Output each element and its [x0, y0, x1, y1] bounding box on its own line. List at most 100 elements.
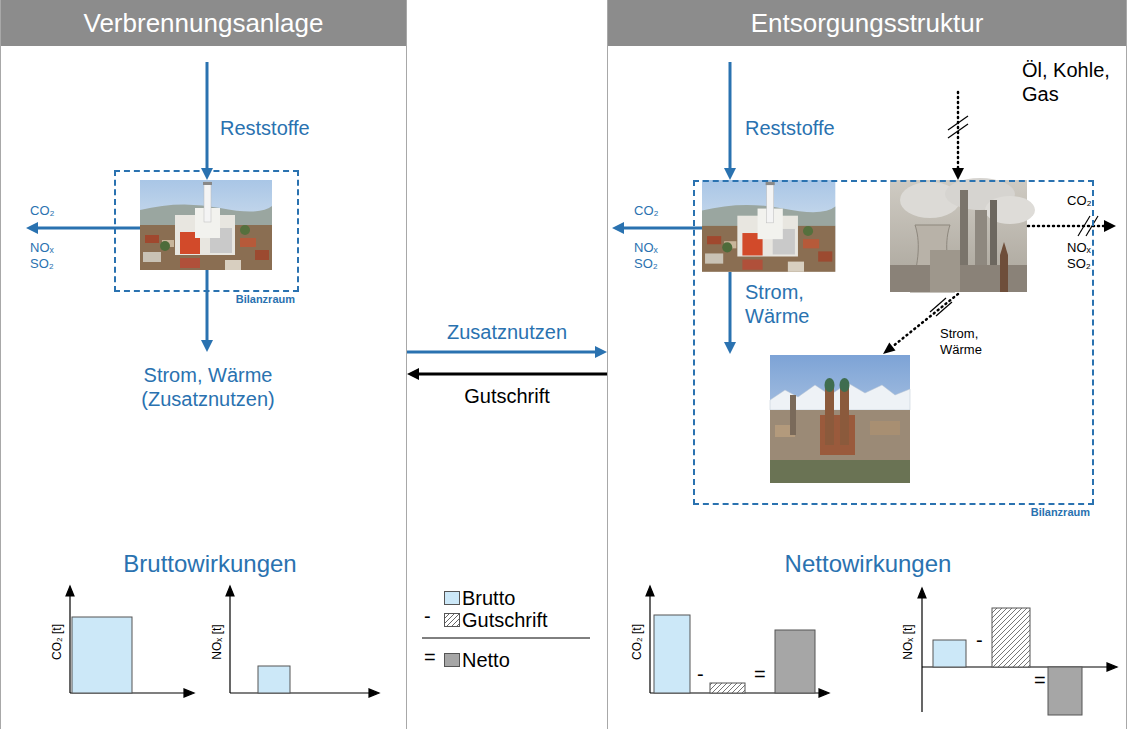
illustration-part	[710, 683, 745, 693]
boundary-label: Bilanzraum	[1031, 506, 1090, 519]
illustration-part	[1104, 220, 1116, 232]
illustration-part	[258, 666, 290, 693]
illustration-part	[206, 62, 209, 168]
annotation-label: CO₂	[634, 203, 659, 219]
illustration-part	[775, 630, 815, 693]
illustration-part	[229, 594, 230, 693]
annotation-label: =	[1034, 668, 1046, 692]
annotation-label: -	[697, 662, 704, 686]
illustration-part	[921, 596, 922, 712]
annotation-label: =	[754, 662, 766, 686]
illustration-part	[840, 378, 850, 392]
illustration-part	[612, 222, 624, 234]
annotation-label: NOₓ SO₂	[30, 240, 70, 271]
illustration-part	[819, 689, 829, 697]
annotation-label: Reststoffe	[745, 116, 835, 140]
illustration-part	[369, 689, 379, 697]
legend-swatch	[444, 591, 460, 605]
illustration-part	[66, 586, 74, 596]
illustration-part	[790, 395, 796, 435]
legend-text: Gutschrift	[462, 608, 548, 632]
balance-boundary: Bilanzraum	[114, 170, 299, 292]
illustration-part	[66, 586, 1117, 712]
axis-label: CO₂ [t]	[50, 624, 64, 660]
illustration-part	[883, 343, 896, 354]
panel-header: Verbrennungsanlage	[1, 0, 406, 46]
illustration-part	[654, 615, 690, 693]
illustration-part	[226, 586, 234, 596]
illustration-part	[883, 168, 1116, 354]
illustration-part	[890, 178, 1035, 292]
illustration-part	[649, 594, 650, 693]
illustration-part	[230, 692, 369, 693]
illustration-part	[992, 608, 1030, 667]
illustration-part	[952, 168, 964, 180]
axis-label: NOₓ [t]	[210, 624, 224, 659]
annotation-label: CO₂	[1067, 193, 1092, 209]
balance-boundary: Bilanzraum	[693, 180, 1094, 505]
illustration-part	[770, 355, 910, 483]
legend-row: Netto	[420, 648, 590, 672]
legend-row: Brutto	[420, 586, 590, 610]
illustration-part	[825, 378, 835, 392]
illustration-part	[770, 460, 910, 483]
legend-row: Gutschrift	[420, 608, 590, 632]
illustration-part	[72, 617, 132, 693]
illustration-part	[1000, 242, 1008, 292]
axis-label: CO₂ [t]	[630, 624, 644, 660]
illustration-part	[702, 180, 835, 272]
illustration-part	[918, 588, 926, 598]
illustration-part	[140, 180, 272, 270]
illustration-part	[892, 92, 1104, 347]
illustration-part	[38, 227, 140, 230]
illustration-part	[624, 227, 702, 230]
illustration-part	[72, 608, 1082, 715]
illustration-part	[825, 385, 834, 445]
illustration-part	[26, 222, 38, 234]
annotation-label: Bruttowirkungen	[123, 550, 296, 579]
illustration-part	[1107, 663, 1117, 671]
legend-text: Brutto	[462, 586, 515, 610]
annotation-label: CO₂	[30, 203, 55, 219]
annotation-label: Nettowirkungen	[785, 550, 952, 579]
illustration-part	[948, 124, 968, 138]
illustration-part	[930, 116, 1098, 316]
annotation-label: -	[424, 604, 431, 628]
annotation-label: Strom, Wärme	[745, 280, 825, 328]
illustration-part	[948, 116, 968, 130]
illustration-part	[201, 340, 213, 352]
illustration-part	[69, 594, 70, 693]
illustration-part	[646, 586, 654, 596]
illustration-part	[729, 62, 732, 168]
flow-arrow	[418, 373, 607, 376]
illustration-part	[930, 250, 960, 292]
arrow-head	[595, 346, 607, 358]
annotation-label: Öl, Kohle, Gas	[1022, 58, 1122, 106]
legend-swatch	[444, 653, 460, 667]
annotation-label: Strom, Wärme (Zusatznutzen)	[103, 363, 313, 411]
illustration-part	[840, 385, 849, 445]
illustration-part	[206, 270, 209, 340]
edge-label: Gutschrift	[464, 384, 550, 408]
annotation-label: =	[424, 645, 436, 669]
illustration-part	[936, 302, 952, 316]
illustration-part	[1086, 216, 1098, 236]
illustration-part	[38, 62, 730, 342]
panel-header: Entsorgungsstruktur	[608, 0, 1126, 46]
flow-arrow	[407, 351, 596, 354]
annotation-label: Reststoffe	[220, 116, 310, 140]
legend-text: Netto	[462, 648, 510, 672]
arrow-head	[407, 368, 419, 380]
edge-label: Zusatznutzen	[447, 320, 567, 344]
hatch-swatch	[444, 613, 460, 627]
illustration-part	[184, 689, 194, 697]
annotation-label: NOₓ SO₂	[634, 240, 674, 271]
illustration-part	[1048, 667, 1082, 715]
illustration-part	[724, 168, 736, 180]
illustration-part	[26, 168, 736, 354]
panel-region: EntsorgungsstrukturBilanzraum	[607, 0, 1127, 729]
axis-label: NOₓ [t]	[901, 624, 915, 659]
annotation-label: -	[976, 628, 983, 652]
illustration-part	[729, 272, 732, 342]
